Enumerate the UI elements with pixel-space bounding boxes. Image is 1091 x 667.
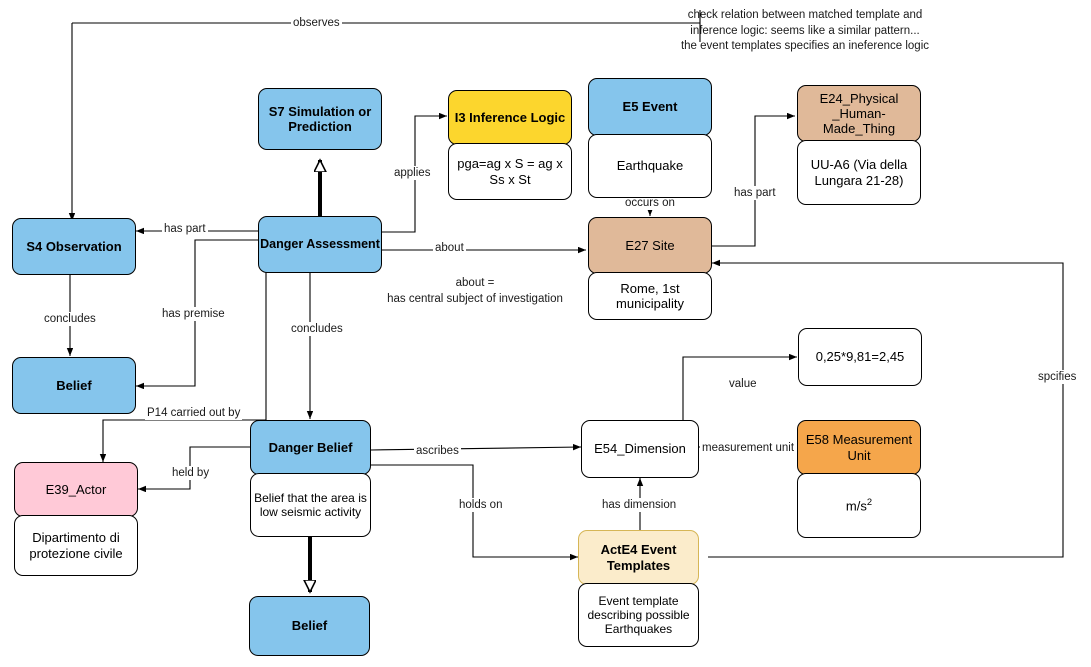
node-e39-value-text: Dipartimento di protezione civile bbox=[29, 530, 123, 561]
node-i3-inference-logic[interactable]: I3 Inference Logic bbox=[448, 90, 572, 145]
edge-label-p14-carried-out-by: P14 carried out by bbox=[145, 406, 243, 421]
node-e5-label: E5 Event bbox=[622, 99, 678, 115]
node-e27-site[interactable]: E27 Site bbox=[588, 217, 712, 274]
edge-label-concludes-left: concludes bbox=[42, 312, 98, 327]
node-acte4-event-templates[interactable]: ActE4 Event Templates bbox=[578, 530, 699, 585]
node-i3-inference-logic-value: pga=ag x S = ag x Ss x St bbox=[448, 143, 572, 200]
node-danger-assessment[interactable]: Danger Assessment bbox=[258, 216, 382, 273]
node-s7-label: S7 Simulation or Prediction bbox=[268, 103, 372, 134]
edge-label-has-part-right: has part bbox=[732, 186, 778, 201]
node-belief-bottom[interactable]: Belief bbox=[249, 596, 370, 656]
node-e58-value-prefix: m/s bbox=[845, 498, 867, 514]
node-acte4-event-templates-value: Event template describing possible Earth… bbox=[578, 583, 699, 647]
node-e27-label: E27 Site bbox=[625, 237, 675, 253]
edge-label-holds-on: holds on bbox=[457, 498, 505, 513]
node-e58-measurement-unit[interactable]: E58 Measurement Unit bbox=[797, 420, 921, 475]
node-belief-bottom-label: Belief bbox=[291, 618, 328, 634]
node-danger-belief-value-text: Belief that the area is low seismic acti… bbox=[254, 490, 367, 519]
node-e58-label: E58 Measurement Unit bbox=[805, 432, 913, 463]
node-e58-value-exponent: 2 bbox=[866, 497, 873, 508]
node-danger-belief-label: Danger Belief bbox=[268, 439, 353, 455]
edge-label-held-by: held by bbox=[170, 466, 212, 481]
node-e39-actor-value: Dipartimento di protezione civile bbox=[14, 515, 138, 576]
node-danger-belief-value: Belief that the area is low seismic acti… bbox=[250, 473, 371, 537]
node-e5-event-value: Earthquake bbox=[588, 134, 712, 198]
about-definition-note: about = has central subject of investiga… bbox=[365, 276, 585, 307]
node-acte4-value-text: Event template describing possible Earth… bbox=[587, 593, 690, 637]
edge-label-concludes-mid: concludes bbox=[289, 322, 345, 337]
node-e54-dimension[interactable]: E54_Dimension bbox=[581, 420, 699, 478]
node-danger-belief[interactable]: Danger Belief bbox=[250, 420, 371, 475]
node-belief-left-label: Belief bbox=[56, 377, 92, 393]
node-s4-label: S4 Observation bbox=[26, 238, 122, 254]
edge-label-applies: applies bbox=[392, 166, 433, 181]
node-e5-value-text: Earthquake bbox=[616, 158, 684, 174]
edge-label-has-part-top: has part bbox=[162, 222, 208, 237]
edge-label-has-premise: has premise bbox=[160, 307, 227, 322]
node-e58-measurement-unit-value: m/s2 bbox=[797, 473, 921, 538]
edge-label-has-dimension: has dimension bbox=[600, 498, 679, 513]
node-s7-simulation-or-prediction[interactable]: S7 Simulation or Prediction bbox=[258, 88, 382, 150]
top-annotation-note: check relation between matched template … bbox=[660, 8, 950, 55]
edge-label-about: about bbox=[433, 241, 466, 256]
node-s4-observation[interactable]: S4 Observation bbox=[12, 218, 136, 275]
edge-label-measurement-unit: measurement unit bbox=[700, 441, 797, 456]
node-acte4-label: ActE4 Event Templates bbox=[600, 542, 677, 573]
top-annotation-text: check relation between matched template … bbox=[680, 9, 930, 53]
node-i3-label: I3 Inference Logic bbox=[454, 109, 566, 125]
node-danger-assessment-label: Danger Assessment bbox=[260, 237, 380, 252]
node-value-result: 0,25*9,81=2,45 bbox=[798, 328, 922, 386]
about-definition-line1: about = bbox=[455, 277, 495, 289]
node-belief-left[interactable]: Belief bbox=[12, 357, 136, 414]
node-e24-value: UU-A6 (Via della Lungara 21-28) bbox=[797, 140, 921, 205]
about-definition-line2: has central subject of investigation bbox=[387, 292, 563, 305]
node-value-result-text: 0,25*9,81=2,45 bbox=[815, 349, 905, 365]
edge-label-observes: observes bbox=[291, 16, 342, 31]
node-e58-value-text: m/s2 bbox=[846, 497, 872, 514]
node-e24-label: E24_Physical _Human-Made_Thing bbox=[819, 90, 899, 137]
node-e24-physical-human-made-thing[interactable]: E24_Physical _Human-Made_Thing bbox=[797, 85, 921, 142]
edge-label-occurs-on: occurs on bbox=[623, 196, 677, 211]
node-e27-value-text: Rome, 1st municipality bbox=[616, 280, 684, 311]
edge-label-ascribes: ascribes bbox=[414, 444, 461, 459]
node-e39-label: E39_Actor bbox=[45, 481, 107, 497]
node-e24-value-text: UU-A6 (Via della Lungara 21-28) bbox=[810, 157, 908, 188]
edge-label-value: value bbox=[727, 377, 759, 392]
edge-label-specifies: spcifies bbox=[1036, 370, 1079, 385]
node-e39-actor[interactable]: E39_Actor bbox=[14, 462, 138, 517]
node-e54-label: E54_Dimension bbox=[594, 441, 686, 457]
node-e5-event[interactable]: E5 Event bbox=[588, 78, 712, 136]
node-e27-site-value: Rome, 1st municipality bbox=[588, 272, 712, 320]
node-i3-value-text: pga=ag x S = ag x Ss x St bbox=[457, 156, 563, 187]
